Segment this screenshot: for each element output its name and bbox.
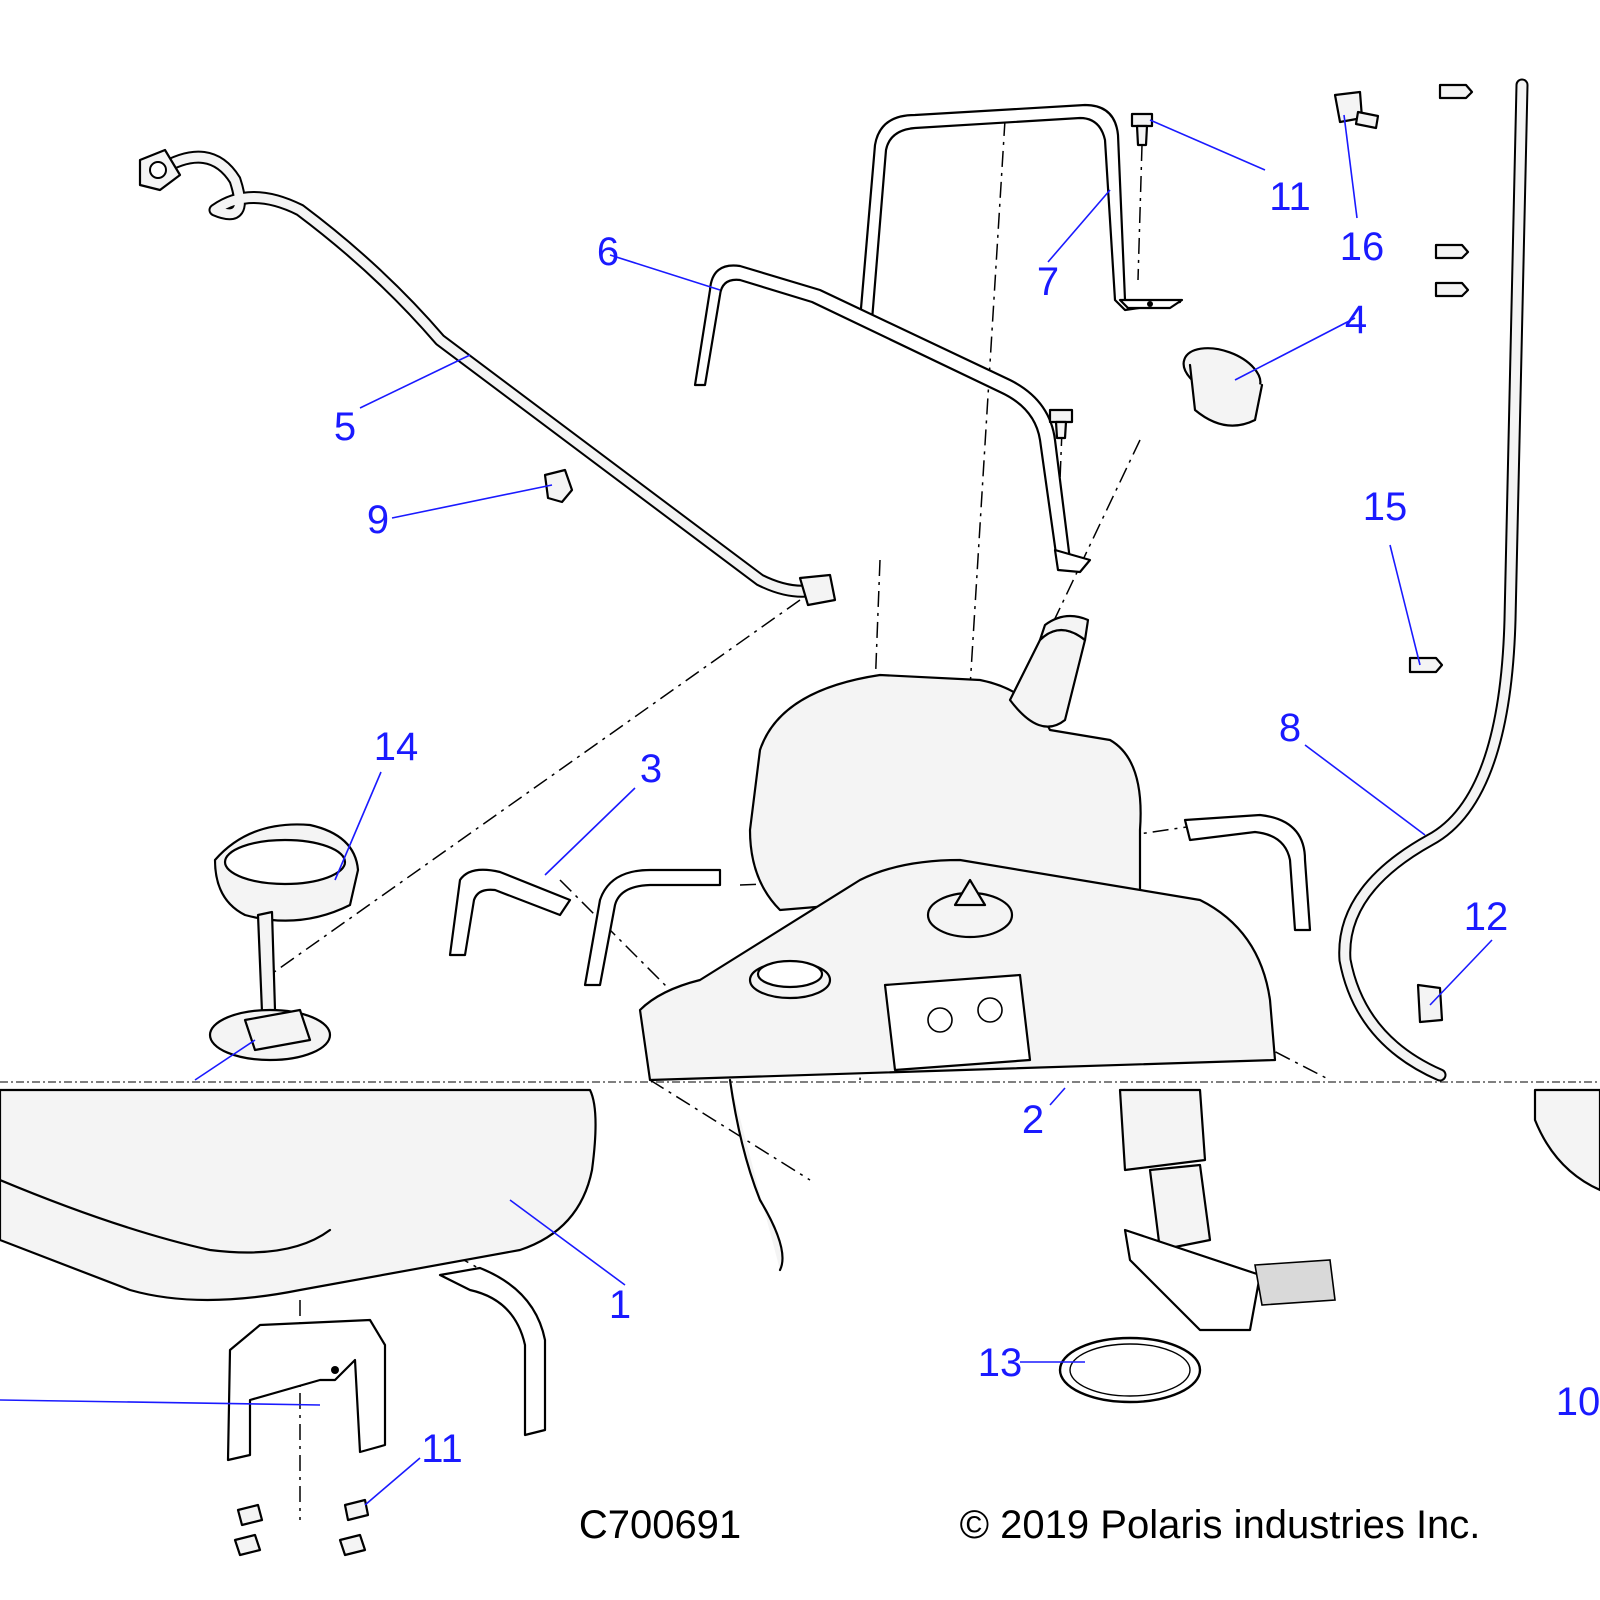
callout-12: 12 (1464, 895, 1509, 939)
bolts-11-lower (233, 1498, 370, 1557)
filler-ring-4 (1182, 347, 1264, 427)
callout-labels: 1 2 3 4 5 6 7 8 9 10 11 11 12 13 14 15 1… (334, 175, 1600, 1471)
fuel-pump-left (208, 910, 332, 1062)
callout-14: 14 (374, 725, 419, 769)
bolt-upper-center (1048, 408, 1074, 440)
callout-9: 9 (367, 498, 389, 542)
callout-5: 5 (334, 405, 356, 449)
callout-11-upper: 11 (1269, 175, 1311, 219)
fuel-line-8 (1338, 78, 1529, 1082)
bracket-10-right (1533, 1088, 1600, 1192)
callout-1: 1 (609, 1283, 631, 1327)
callout-3: 3 (640, 747, 662, 791)
callout-7: 7 (1037, 260, 1059, 304)
clip-9 (543, 468, 574, 504)
clip-12 (1416, 983, 1444, 1024)
fitting-16 (1333, 90, 1380, 130)
callout-4: 4 (1345, 298, 1367, 342)
fuel-tank-2 (638, 858, 1277, 1082)
fuel-tank-upper (748, 614, 1142, 914)
callout-16: 16 (1340, 225, 1385, 269)
leader-lines (0, 114, 1493, 1506)
fuel-pump-assembly (1118, 1088, 1336, 1332)
callout-2: 2 (1022, 1098, 1044, 1142)
callout-15: 15 (1363, 485, 1408, 529)
callout-10: 10 (1556, 1380, 1600, 1424)
callout-6: 6 (597, 230, 619, 274)
screws-15 (1408, 83, 1474, 674)
callout-11-lower: 11 (421, 1427, 463, 1471)
callout-8: 8 (1279, 706, 1301, 750)
drawing-id: C700691 (579, 1503, 741, 1547)
fuel-tank-1 (0, 1088, 597, 1302)
straps-3 (438, 813, 1312, 1437)
tank-strap-6 (693, 264, 1092, 574)
lock-ring-14 (213, 823, 360, 922)
vent-hose-5 (138, 148, 837, 607)
tank-strap-7 (858, 103, 1184, 322)
copyright-notice: © 2019 Polaris industries Inc. (960, 1503, 1481, 1547)
seal-13 (1058, 1336, 1202, 1404)
bracket-10 (226, 1318, 387, 1462)
bolt-11-upper (1130, 112, 1154, 147)
callout-13: 13 (978, 1341, 1023, 1385)
